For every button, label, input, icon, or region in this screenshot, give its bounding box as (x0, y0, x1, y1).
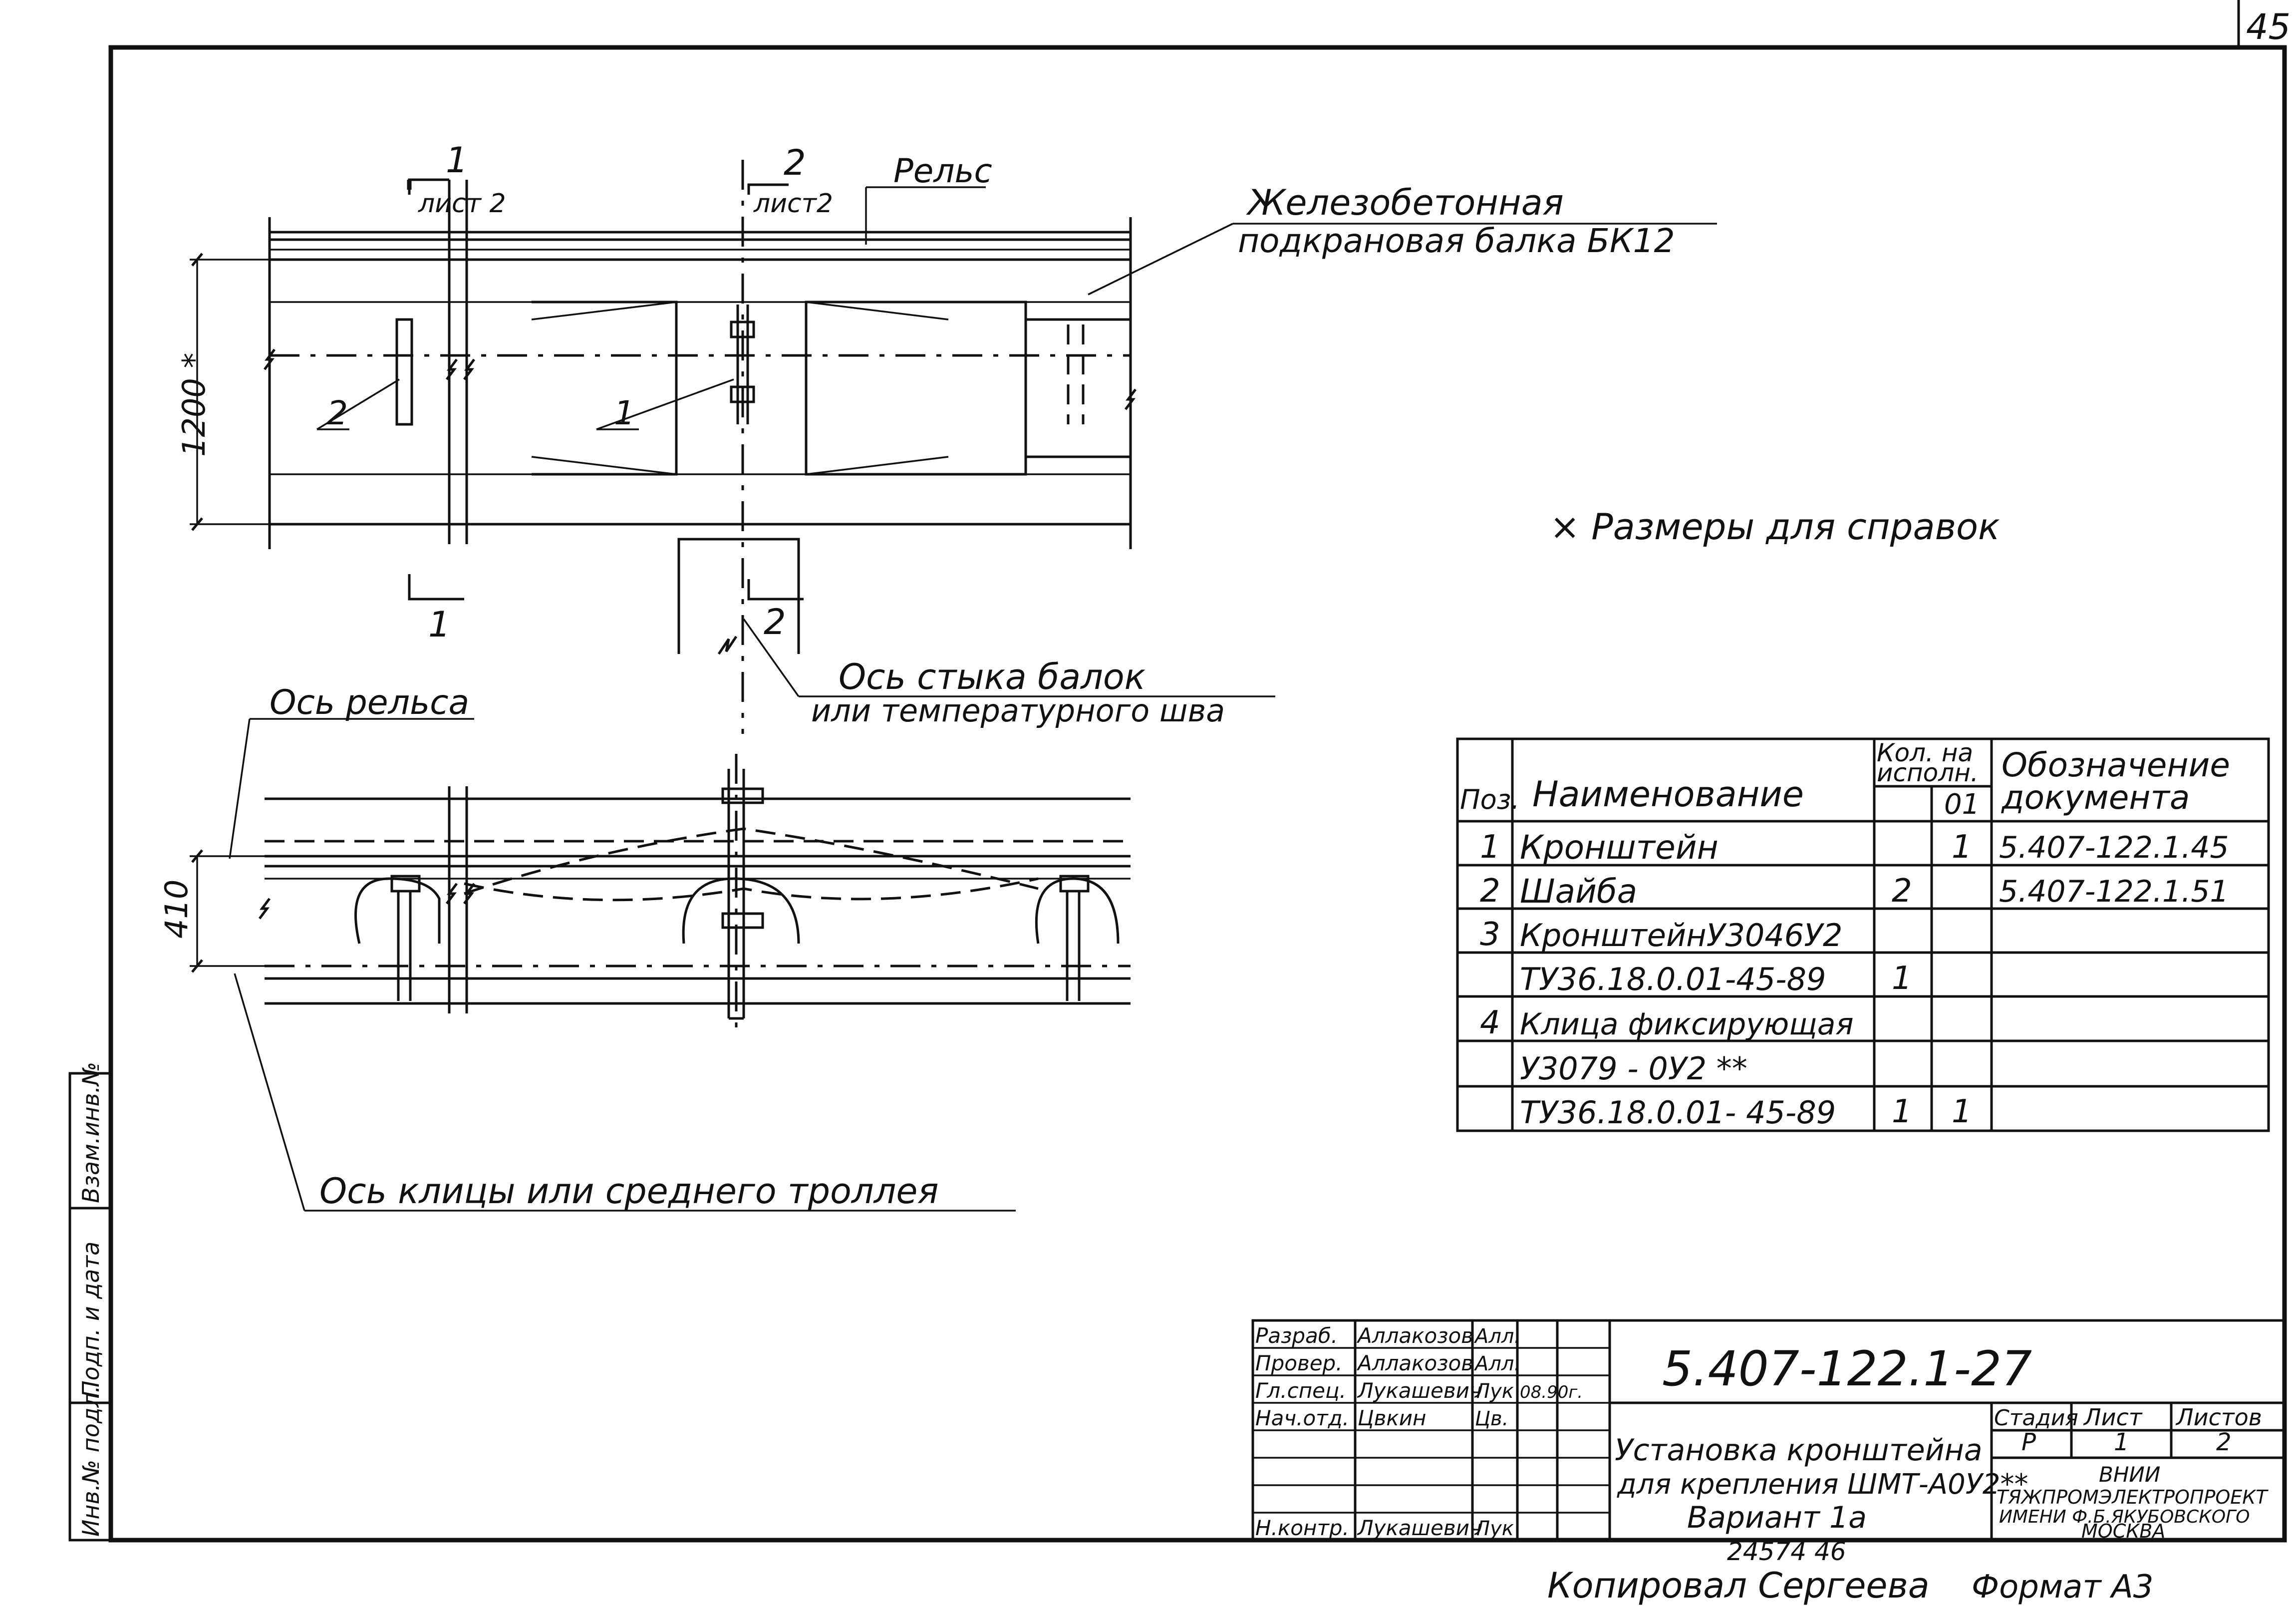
title-row: Гл.спец. Лукашевич Лук 08.90г. (1255, 1378, 1583, 1403)
title-name: Аллакозов (1356, 1323, 1473, 1348)
spec-table: Поз. Наименование Кол. на исполн. 01 Обо… (1456, 737, 2270, 1132)
spec-row: 4 Клица фиксирующая (1480, 1004, 1854, 1042)
title-sign: Цв. (1475, 1407, 1508, 1430)
title-name: Лукашевич (1357, 1516, 1482, 1540)
spec-row: ТУ36.18.0.01-45-89 1 (1520, 960, 1912, 997)
sheet-value: 1 (2114, 1428, 2129, 1456)
title-sign: Алл. (1473, 1352, 1520, 1375)
section1-number: 1 (446, 140, 468, 181)
dimension-410: 410 (158, 880, 195, 939)
section-view: Ось рельса (158, 683, 1131, 1212)
side-stamp-inv-orig: Инв.№ подл. (77, 1385, 104, 1537)
section2-number: 2 (784, 142, 806, 183)
org-line4: МОСКВА (2081, 1520, 2165, 1542)
section1-sheet: лист 2 (418, 189, 506, 219)
beam-label-line1: Железобетонная (1246, 182, 1564, 223)
section1-number-bottom: 1 (428, 604, 451, 645)
dimension-1200: 1200 * (176, 353, 212, 457)
spec-cell-doc: 5.407-122.1.45 (1999, 830, 2229, 865)
title-sign: Лук (1474, 1380, 1514, 1403)
org-line2: ТЯЖПРОМЭЛЕКТРОПРОЕКТ (1997, 1486, 2269, 1508)
title-name: Лукашевич (1357, 1378, 1482, 1403)
section2-sheet: лист2 (753, 189, 833, 219)
spec-row: ТУ36.18.0.01- 45-89 1 1 (1520, 1093, 1972, 1131)
spec-cell-name: Кронштейн (1520, 828, 1719, 867)
title-row: Разраб. Аллакозов Алл. (1255, 1323, 1520, 1348)
spec-cell-name: КронштейнУ3046У2 (1520, 917, 1842, 954)
title-row: Н.контр. Лукашевич Лук (1255, 1516, 1514, 1540)
spec-cell-name: У3079 - 0У2 ** (1520, 1050, 1747, 1087)
spec-cell-name: Клица фиксирующая (1520, 1007, 1854, 1042)
spec-row: У3079 - 0У2 ** (1520, 1050, 1747, 1087)
side-stamp-sign-date: Подп. и дата (77, 1242, 104, 1398)
spec-header-name: Наименование (1532, 774, 1804, 815)
title-role: Нач.отд. (1255, 1406, 1349, 1430)
title-role: Н.контр. (1255, 1516, 1349, 1540)
title-row: Провер. Аллакозов Алл. (1255, 1351, 1520, 1375)
side-stamp: Взам.инв.№ Подп. и дата Инв.№ подл. (68, 1062, 112, 1542)
title-line3: Вариант 1а (1687, 1500, 1867, 1535)
stage-header: Стадия (1994, 1405, 2078, 1431)
stage-value: Р (2021, 1428, 2036, 1456)
spec-cell-pos: 1 (1480, 829, 1500, 866)
title-name: Аллакозов (1356, 1351, 1473, 1375)
note-sizes: × Размеры для справок (1550, 506, 2000, 548)
org-line1: ВНИИ (2099, 1462, 2160, 1487)
title-sign: Алл. (1473, 1325, 1520, 1348)
spec-cell-qty-b: 1 (1952, 829, 1972, 866)
spec-cell-pos: 2 (1480, 873, 1500, 910)
spec-header-pos: Поз. (1460, 784, 1520, 815)
joint-axis-line1: Ось стыка балок (839, 656, 1146, 697)
spec-cell-qty-a: 2 (1892, 873, 1912, 910)
spec-cell-name: ТУ36.18.0.01-45-89 (1520, 961, 1826, 997)
spec-cell-qty-b: 1 (1952, 1093, 1972, 1130)
spec-cell-qty-a: 1 (1892, 960, 1912, 997)
copied-by: Копировал Сергеева (1547, 1565, 1930, 1606)
spec-header-doc-line1: Обозначение (2002, 746, 2230, 784)
joint-axis-line2: или температурного шва (811, 692, 1225, 729)
spec-header-qty-line1: Кол. на (1877, 738, 1973, 767)
spec-header-qty-line2: исполн. (1877, 758, 1979, 787)
title-line1: Установка кронштейна (1615, 1433, 1983, 1468)
sheet-number: 45 (2246, 6, 2291, 47)
title-line2: для крепления ШМТ-А0У2** (1617, 1468, 2028, 1501)
title-role: Разраб. (1255, 1323, 1338, 1348)
rail-axis-label: Ось рельса (270, 683, 469, 722)
section2-number-bottom: 2 (764, 602, 786, 643)
spec-row: 3 КронштейнУ3046У2 (1480, 916, 1842, 954)
spec-header-doc-line2: документа (2001, 778, 2190, 817)
drawing-frame (108, 45, 2287, 1543)
rail-label: Рельс (893, 152, 992, 190)
side-stamp-inv-repl: Взам.инв.№ (77, 1062, 104, 1203)
title-role: Провер. (1255, 1351, 1343, 1375)
callout-1: 1 (614, 394, 635, 432)
org-line3: ИМЕНИ Ф.Б.ЯКУБОВСКОГО (1999, 1507, 2250, 1527)
title-sign: Лук (1474, 1517, 1514, 1540)
title-block: Разраб. Аллакозов Алл. Провер. Аллакозов… (1251, 1319, 2286, 1542)
title-role: Гл.спец. (1255, 1378, 1346, 1403)
callout-2: 2 (327, 394, 348, 432)
format: Формат А3 (1972, 1569, 2154, 1606)
spec-cell-pos: 3 (1480, 916, 1500, 953)
spec-cell-name: ТУ36.18.0.01- 45-89 (1520, 1094, 1836, 1131)
sheets-header: Листов (2175, 1404, 2262, 1431)
title-date: 08.90г. (1520, 1382, 1583, 1402)
spec-cell-name: Шайба (1520, 872, 1637, 911)
spec-row: 2 Шайба 2 5.407-122.1.51 (1480, 872, 2229, 911)
archive-number: 24574 46 (1727, 1537, 1846, 1566)
doc-code: 5.407-122.1-27 (1662, 1341, 2032, 1397)
spec-cell-pos: 4 (1480, 1004, 1500, 1041)
spec-cell-qty-a: 1 (1892, 1093, 1912, 1130)
title-name: Цвкин (1358, 1406, 1426, 1430)
beam-label-line2: подкрановая балка БК12 (1238, 222, 1675, 260)
sheet-header: Лист (2083, 1404, 2143, 1431)
title-row: Нач.отд. Цвкин Цв. (1255, 1406, 1508, 1430)
spec-header-qty-variant: 01 (1944, 788, 1980, 821)
spec-cell-doc: 5.407-122.1.51 (1999, 874, 2229, 909)
plan-view: 1200 * 1 лист 2 1 2 лист2 2 Рельс Железо… (176, 140, 1717, 734)
clamp-axis-label: Ось клицы или среднего троллея (319, 1171, 939, 1212)
sheets-value: 2 (2216, 1428, 2232, 1456)
spec-row: 1 Кронштейн 1 5.407-122.1.45 (1480, 828, 2229, 867)
